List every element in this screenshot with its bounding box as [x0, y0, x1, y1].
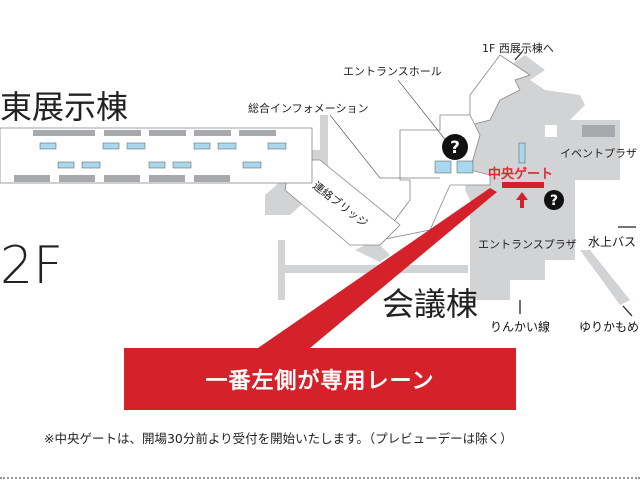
pointer-wedge: [258, 188, 497, 348]
label-water-bus: 水上バス: [588, 235, 636, 249]
svg-text:?: ?: [550, 193, 558, 209]
divider: [0, 477, 640, 479]
label-west-hall: 1F 西展示棟へ: [482, 41, 554, 55]
east-hall-title: 東展示棟: [0, 88, 128, 126]
arrow-icon: [514, 51, 636, 317]
label-entrance-hall: エントランスホール: [343, 65, 442, 78]
label-general-info: 総合インフォメーション: [248, 101, 368, 115]
escalators: [39, 142, 526, 174]
label-central-gate: 中央ゲート: [488, 166, 553, 182]
east-hall-floor: [0, 127, 313, 184]
floor-label: 2F: [0, 236, 63, 296]
label-rinkai: りんかい線: [490, 319, 550, 334]
dedicated-lane-banner: 一番左側が専用レーン: [124, 348, 516, 410]
central-gate-marker: [502, 182, 544, 188]
label-yurikamome: ゆりかもめ: [579, 320, 639, 334]
conference-building-title: 会議棟: [382, 285, 478, 323]
label-event-plaza: イベントプラザ: [560, 147, 637, 160]
label-entrance-plaza: エントランスプラザ: [478, 238, 577, 251]
footnote: ※中央ゲートは、開場30分前より受付を開始いたします。（プレビューデーは除く）: [44, 431, 513, 446]
info-question-icon: ?: [544, 190, 564, 210]
svg-text:?: ?: [450, 138, 460, 158]
info-question-icon: ?: [442, 134, 468, 160]
arrow-icon: [516, 192, 528, 208]
